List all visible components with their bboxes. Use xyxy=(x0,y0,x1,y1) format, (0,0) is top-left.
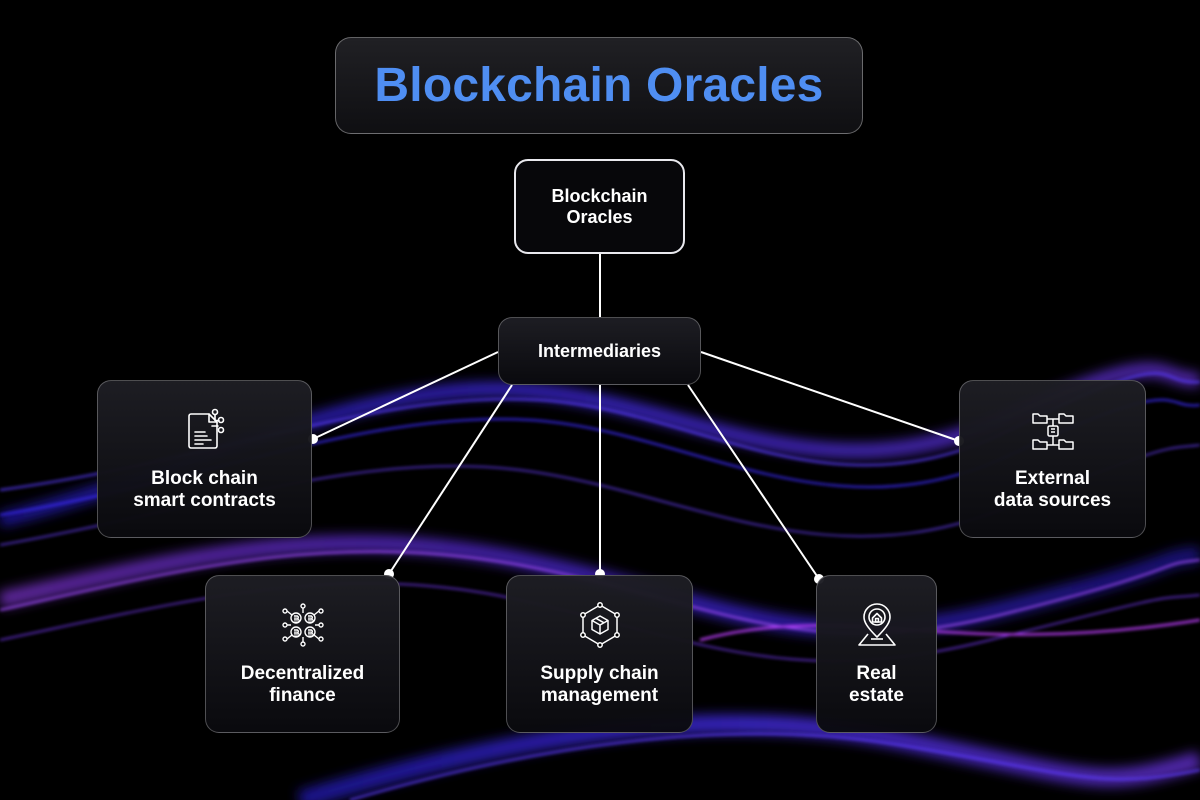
connector-hub-to-external-data xyxy=(700,351,960,442)
connector-hub-to-smart-contracts xyxy=(312,351,499,440)
diagram-title: Blockchain Oracles xyxy=(374,59,824,112)
bitcoin-network-icon xyxy=(281,603,324,647)
folder-network-icon xyxy=(1031,413,1074,450)
node-external-data-sources-label: External data sources xyxy=(993,468,1112,511)
title-banner: Blockchain Oracles xyxy=(335,37,863,134)
node-external-data-sources: External data sources xyxy=(959,380,1146,538)
node-supply-chain-management-label: Supply chain management xyxy=(540,663,659,706)
package-network-icon xyxy=(579,602,620,648)
node-blockchain-oracles-label: Blockchain Oracles xyxy=(551,185,648,227)
node-decentralized-finance: Decentralized finance xyxy=(205,575,400,733)
node-intermediaries: Intermediaries xyxy=(498,317,701,385)
node-supply-chain-management: Supply chain management xyxy=(506,575,693,733)
connector-hub-to-defi xyxy=(388,384,513,575)
node-smart-contracts: Block chain smart contracts xyxy=(97,380,312,538)
connector-hub-to-real-estate xyxy=(687,384,820,580)
house-location-pin-icon xyxy=(857,603,896,646)
node-smart-contracts-label: Block chain smart contracts xyxy=(133,468,276,511)
node-real-estate: Real estate xyxy=(816,575,937,733)
node-blockchain-oracles: Blockchain Oracles xyxy=(514,159,685,254)
node-real-estate-label: Real estate xyxy=(849,663,904,706)
smart-contract-document-icon xyxy=(187,408,224,449)
node-intermediaries-label: Intermediaries xyxy=(537,341,662,361)
node-decentralized-finance-label: Decentralized finance xyxy=(240,663,365,706)
